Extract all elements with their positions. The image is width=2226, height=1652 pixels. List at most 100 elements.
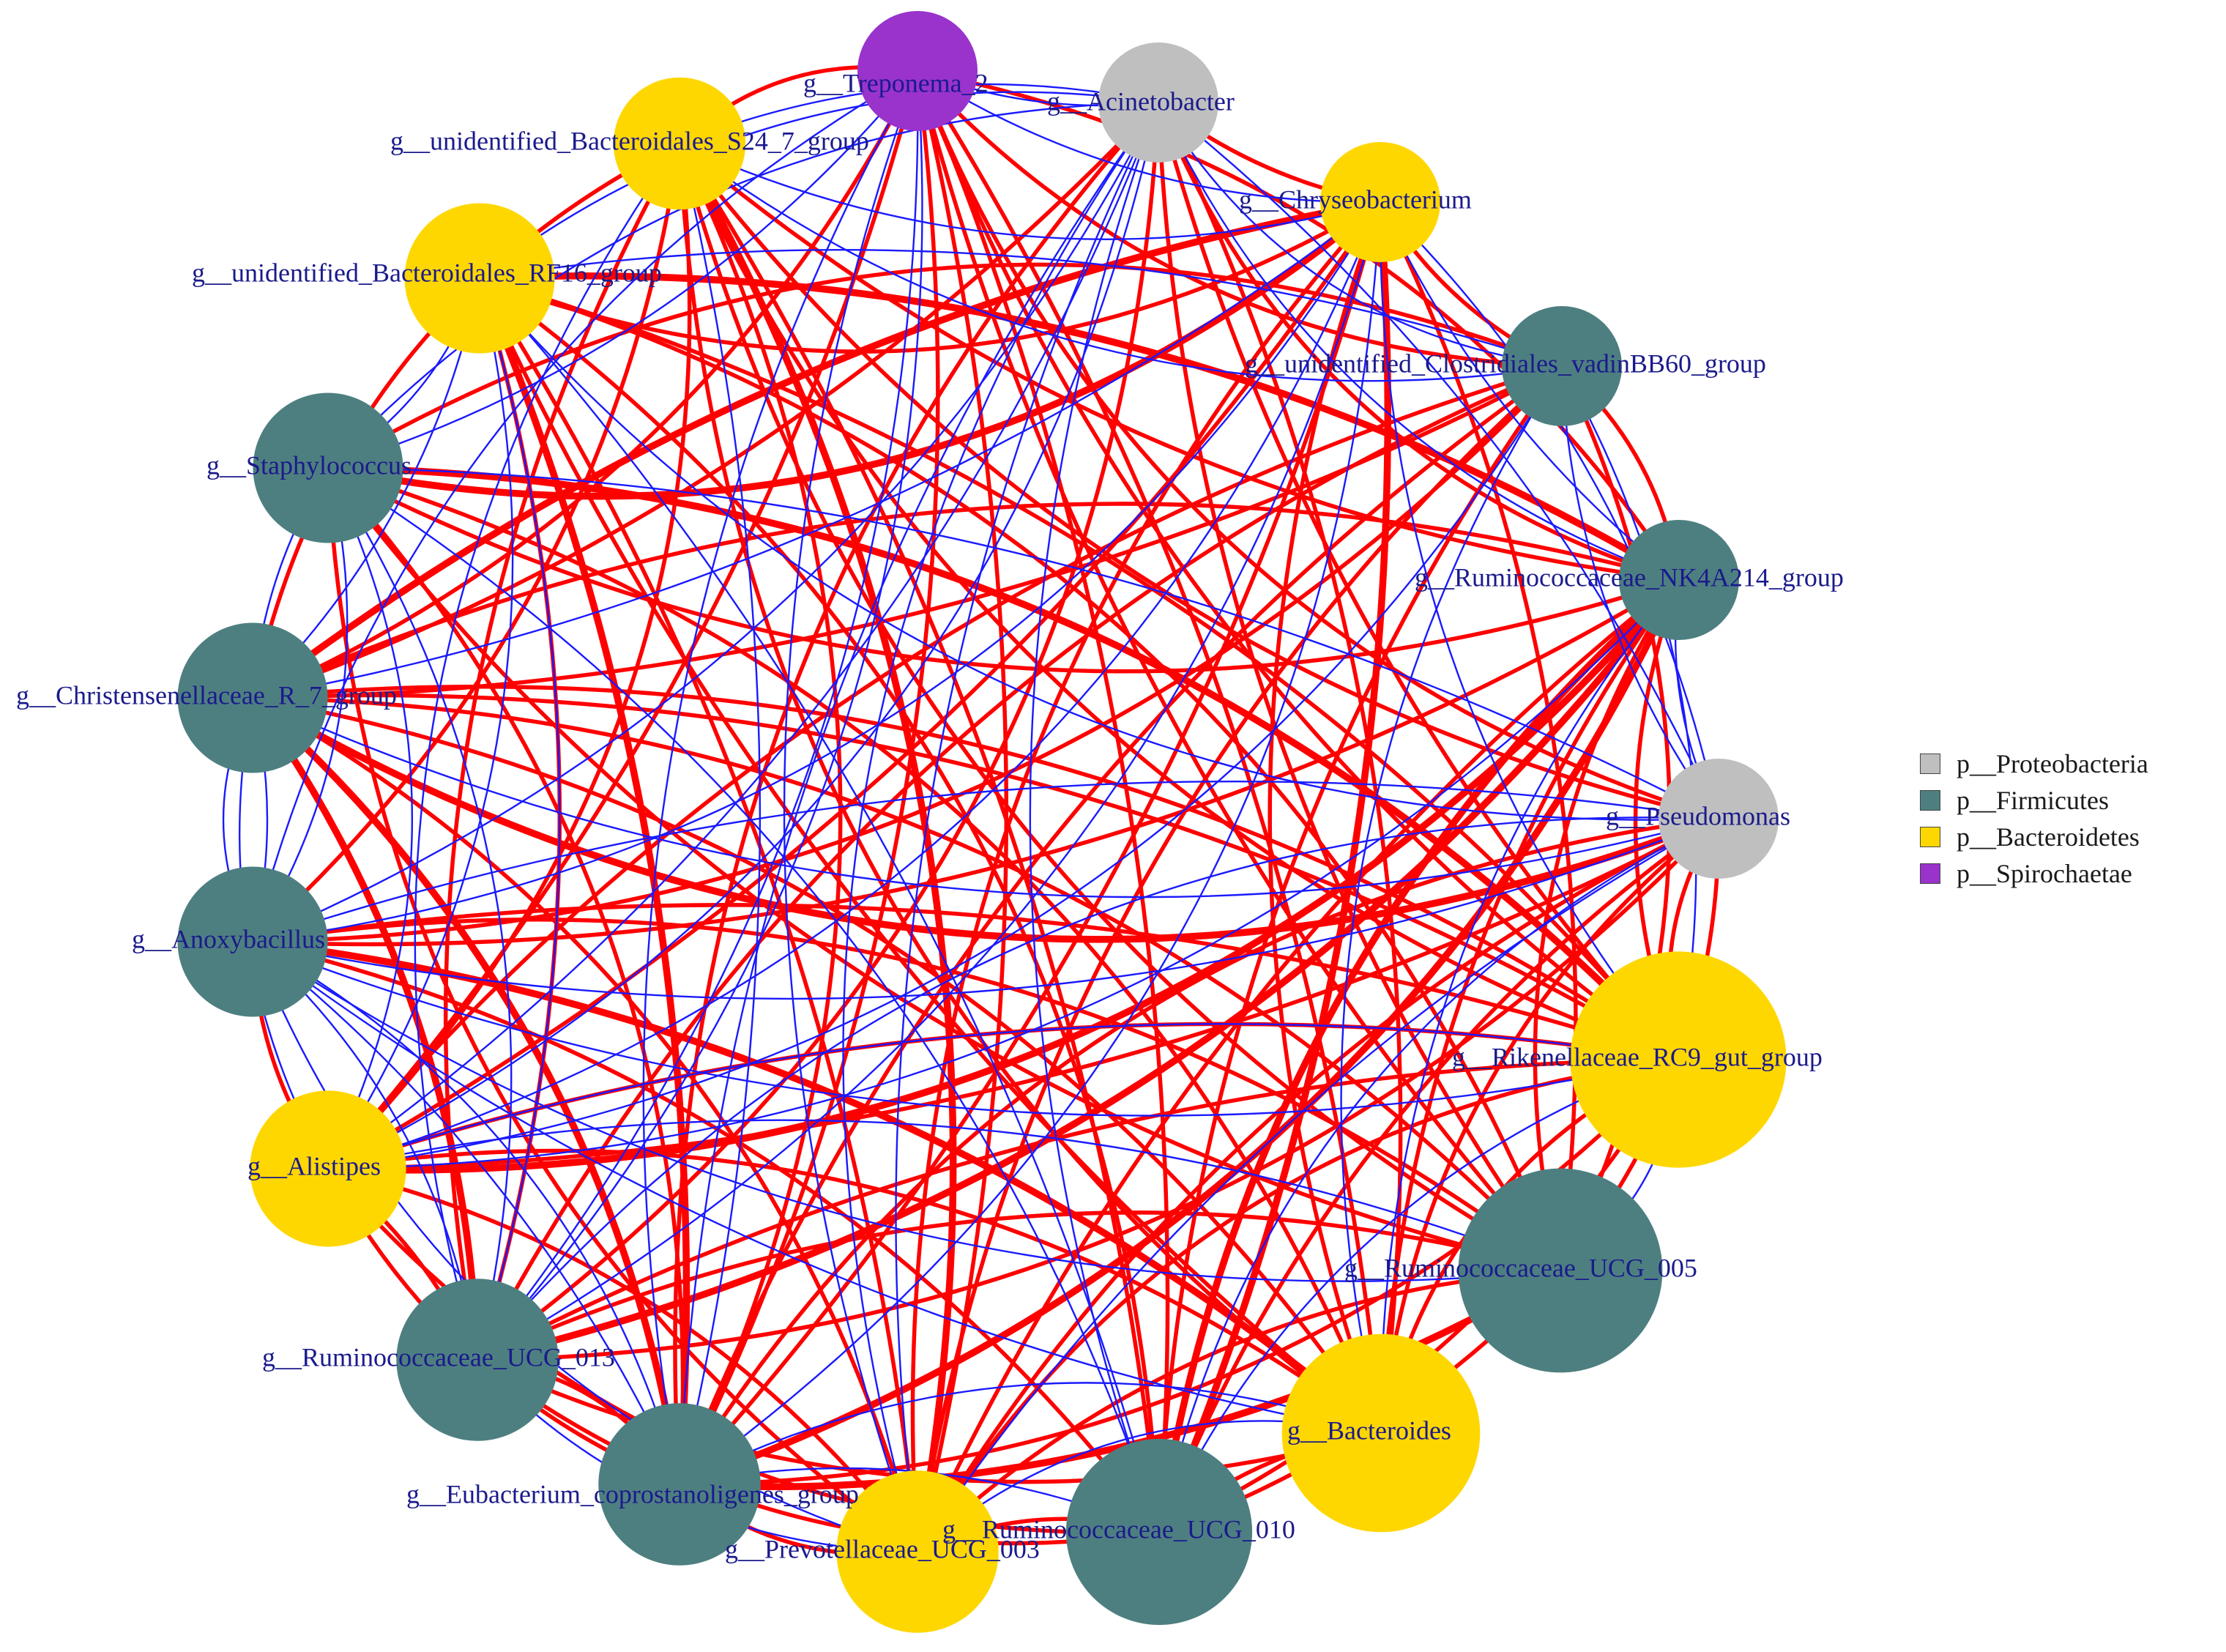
- positive-edge: [477, 277, 920, 1552]
- node-prevotellaceae[interactable]: [836, 1470, 999, 1633]
- node-ucg005[interactable]: [1458, 1168, 1663, 1373]
- positive-edge: [252, 903, 1679, 1062]
- node-label-s24_7: g__unidentified_Bacteroidales_S24_7_grou…: [390, 126, 869, 155]
- node-label-treponema: g__Treponema_2: [803, 68, 989, 97]
- node-rc9[interactable]: [1570, 951, 1787, 1168]
- negative-edge: [1340, 365, 1563, 1434]
- positive-edge: [1156, 102, 1680, 1061]
- negative-edge: [476, 278, 561, 1361]
- negative-edge: [842, 102, 1159, 1552]
- node-label-alistipes: g__Alistipes: [247, 1151, 381, 1180]
- node-christensenellaceae[interactable]: [177, 622, 328, 773]
- negative-edge: [679, 142, 1381, 240]
- negative-edge: [917, 70, 1381, 204]
- negative-edge: [251, 70, 918, 942]
- negative-edge: [252, 941, 681, 1485]
- negative-edge: [477, 201, 1382, 1361]
- positive-edge: [910, 201, 1382, 1552]
- positive-edge: [252, 364, 1563, 700]
- positive-edge: [1157, 816, 1720, 1533]
- node-vadinbb60[interactable]: [1502, 306, 1622, 426]
- node-label-rc9: g__Rikenellaceae_RC9_gut_group: [1452, 1042, 1823, 1071]
- negative-edge: [477, 816, 1719, 1361]
- node-staphylococcus[interactable]: [253, 392, 403, 543]
- negative-edge: [327, 1023, 1679, 1170]
- positive-edge: [327, 1167, 920, 1553]
- negative-edge: [327, 467, 413, 1169]
- negative-edge: [1379, 201, 1680, 581]
- node-label-bacteroides: g__Bacteroides: [1287, 1415, 1451, 1445]
- negative-edge: [252, 201, 1382, 943]
- node-ucg013[interactable]: [396, 1279, 559, 1441]
- positive-edge: [479, 276, 1563, 1272]
- negative-edge: [327, 466, 1719, 820]
- node-acinetobacter[interactable]: [1098, 42, 1218, 163]
- node-bacteroides[interactable]: [1281, 1333, 1481, 1533]
- node-nk4a214[interactable]: [1619, 520, 1739, 640]
- negative-edge: [1560, 365, 1719, 819]
- positive-edge: [250, 141, 681, 699]
- positive-edge: [476, 578, 1682, 1363]
- negative-edge: [252, 817, 1719, 1000]
- negative-edge: [1157, 102, 1680, 581]
- negative-edge: [679, 143, 1563, 382]
- node-layer: [177, 11, 1787, 1633]
- positive-edge: [915, 816, 1720, 1553]
- node-ucg010[interactable]: [1065, 1438, 1253, 1626]
- positive-edge: [327, 199, 1383, 500]
- positive-edge: [1268, 201, 1383, 1434]
- node-alistipes[interactable]: [250, 1090, 406, 1247]
- node-chryseobacterium[interactable]: [1320, 142, 1440, 262]
- positive-edge: [479, 272, 1681, 584]
- positive-edge: [479, 200, 1382, 354]
- legend-item-firmicutes: p__Firmicutes: [1920, 782, 2213, 819]
- positive-edge: [479, 276, 1680, 1061]
- positive-edge: [677, 143, 1382, 1435]
- negative-edge: [1379, 201, 1679, 1060]
- positive-edge: [677, 142, 1679, 1062]
- positive-edge: [1156, 101, 1403, 1434]
- node-pseudomonas[interactable]: [1659, 759, 1779, 879]
- node-label-acinetobacter: g__Acinetobacter: [1047, 86, 1235, 116]
- positive-edge: [678, 141, 1680, 582]
- negative-edge: [252, 201, 1381, 699]
- positive-edge: [476, 1210, 1561, 1362]
- node-label-staphylococcus: g__Staphylococcus: [206, 450, 412, 480]
- positive-edge: [326, 70, 920, 1170]
- node-label-rf16: g__unidentified_Bacteroidales_RF16_group: [192, 258, 662, 287]
- negative-edge: [327, 579, 1680, 1170]
- legend-item-spirochaetae: p__Spirochaetae: [1920, 855, 2213, 892]
- node-s24_7[interactable]: [613, 77, 746, 210]
- negative-edge: [327, 466, 1161, 1533]
- negative-edge: [678, 143, 762, 1485]
- negative-edge: [327, 365, 1563, 1170]
- positive-edge: [677, 201, 1382, 1486]
- negative-edge: [252, 941, 1561, 1282]
- node-eubacterium[interactable]: [598, 1403, 761, 1566]
- positive-edge: [477, 817, 1720, 1362]
- node-label-ucg013: g__Ruminococcaceae_UCG_013: [262, 1342, 615, 1372]
- positive-edge: [915, 70, 1680, 1062]
- negative-edge: [479, 248, 1563, 368]
- negative-edge: [1158, 1058, 1679, 1533]
- node-label-chryseobacterium: g__Chryseobacterium: [1239, 185, 1472, 214]
- phylum-legend: p__Proteobacteria p__Firmicutes p__Bacte…: [1920, 745, 2213, 892]
- positive-edge: [327, 1148, 1382, 1435]
- positive-edge: [326, 364, 1563, 1170]
- node-anoxybacillus[interactable]: [177, 866, 328, 1017]
- legend-swatch: [1920, 754, 1940, 774]
- negative-edge: [252, 780, 1719, 943]
- positive-edge: [251, 143, 682, 944]
- positive-edge: [326, 467, 919, 1554]
- negative-edge: [479, 91, 1159, 279]
- positive-edge: [1155, 201, 1392, 1533]
- positive-edge: [250, 696, 481, 1361]
- node-rf16[interactable]: [404, 203, 555, 354]
- legend-item-proteobacteria: p__Proteobacteria: [1920, 745, 2213, 782]
- positive-edge: [677, 142, 1161, 1533]
- positive-edge: [476, 277, 690, 1485]
- node-treponema[interactable]: [857, 11, 978, 131]
- node-label-ucg010: g__Ruminococcaceae_UCG_010: [942, 1514, 1295, 1544]
- positive-edge: [252, 696, 1383, 1435]
